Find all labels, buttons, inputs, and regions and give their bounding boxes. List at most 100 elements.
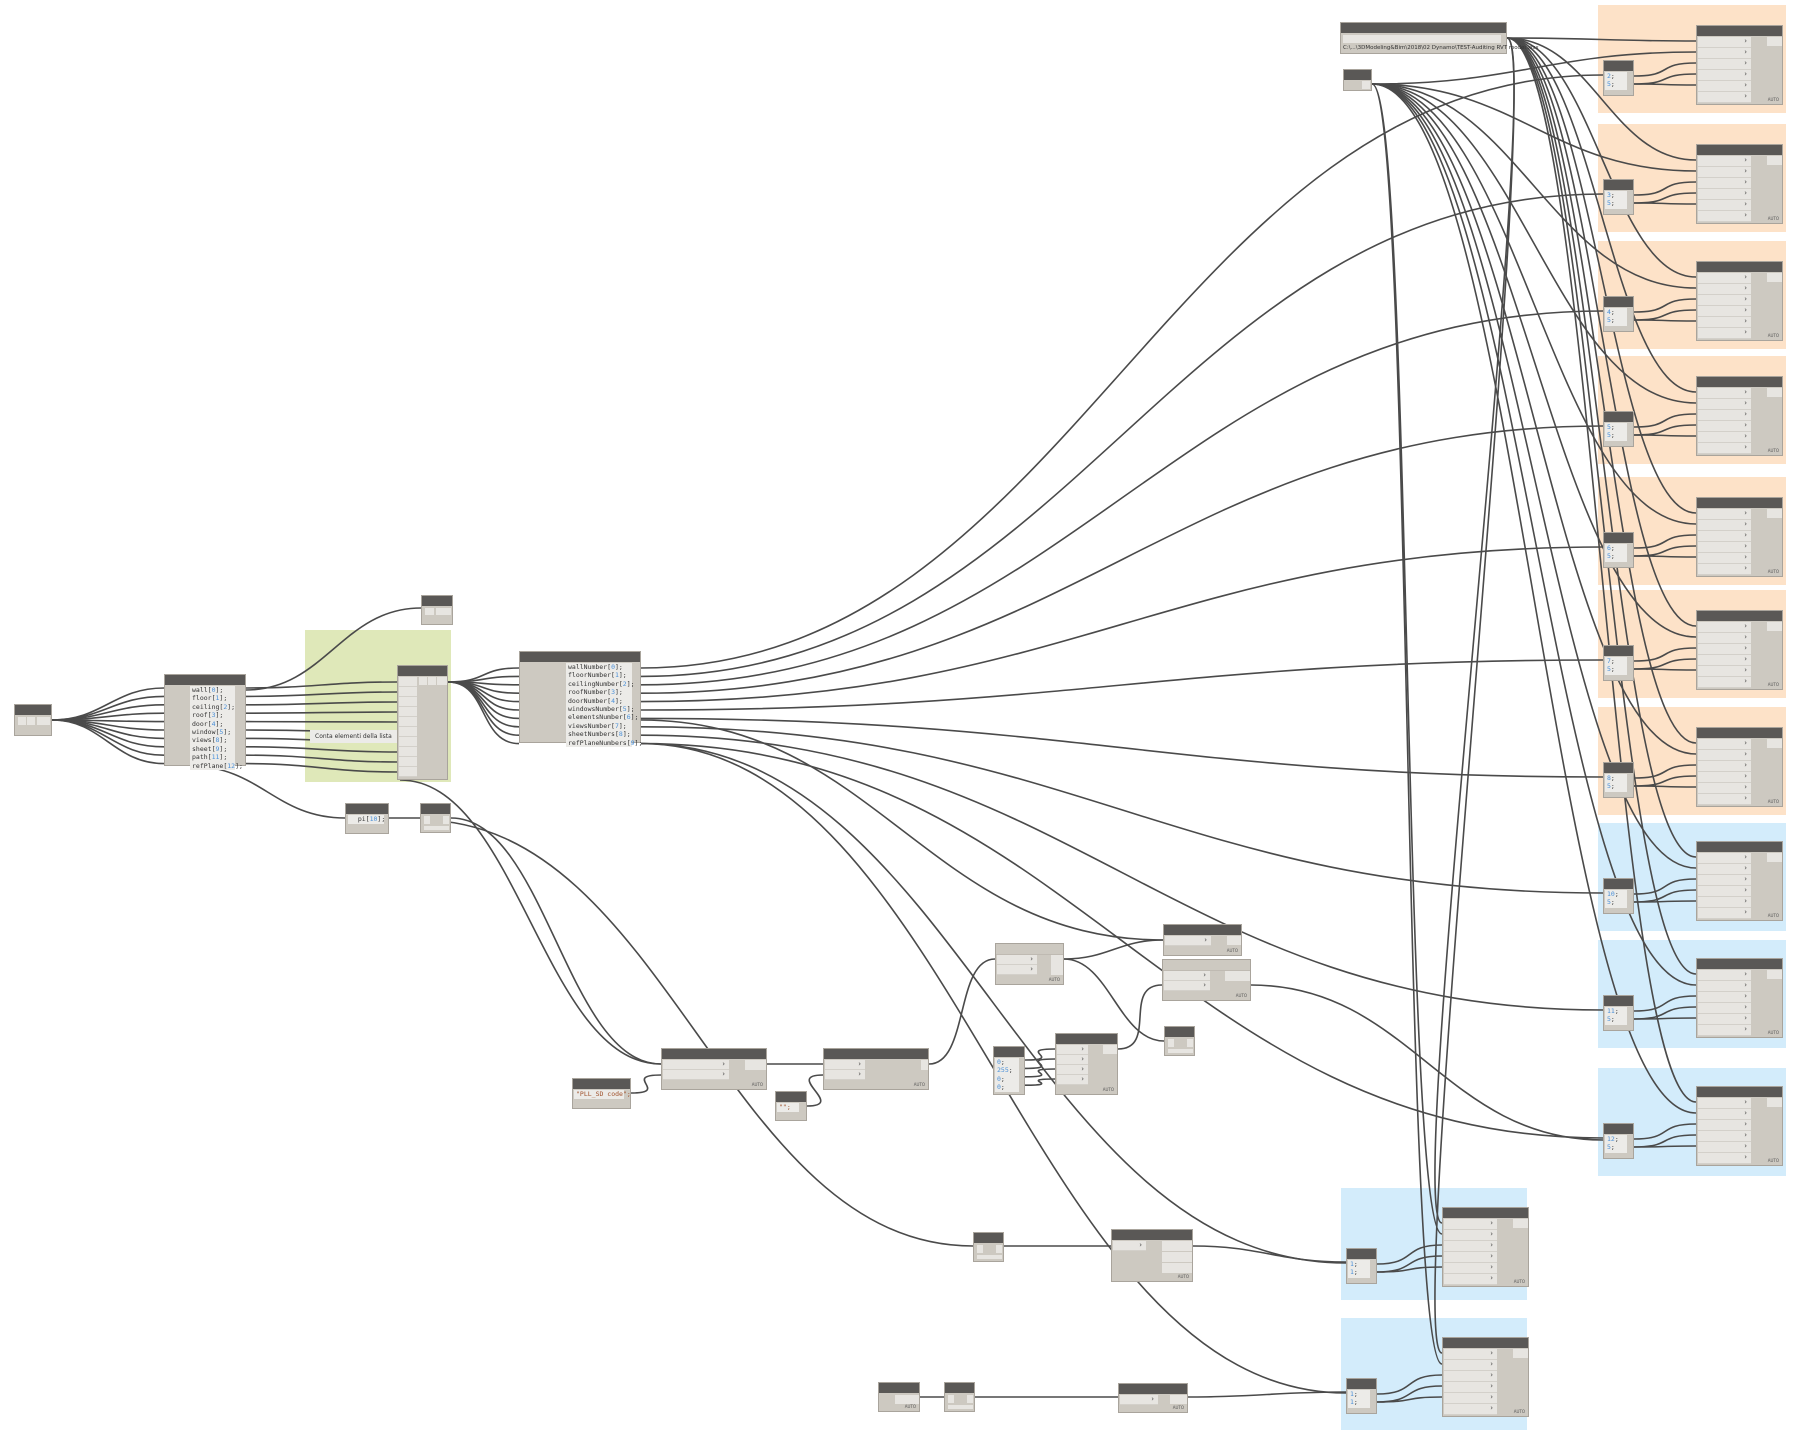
input-port[interactable]: › <box>1698 520 1751 531</box>
input-port[interactable]: › <box>1698 739 1751 750</box>
wire[interactable] <box>640 546 1604 703</box>
input-port[interactable]: › <box>1698 853 1751 864</box>
input-port[interactable]: › <box>1698 542 1751 553</box>
input-port[interactable]: › <box>1444 1230 1497 1241</box>
category-code-text[interactable]: wall[0];floor[1];ceiling[2];roof[3];door… <box>190 686 243 770</box>
wire[interactable] <box>450 817 662 1065</box>
index-code-block-node[interactable]: 4;5; <box>1603 296 1634 332</box>
index-code-text[interactable]: 11;5; <box>1605 1007 1627 1025</box>
input-port[interactable]: › <box>1698 1014 1751 1025</box>
excel-write-node[interactable]: ››››››AUTO <box>1442 1207 1529 1287</box>
input-port[interactable]: › <box>1698 328 1751 339</box>
wire[interactable] <box>447 681 520 711</box>
input-port[interactable]: › <box>1698 1003 1751 1014</box>
string-function-node-2[interactable]: › › AUTO <box>823 1048 929 1090</box>
category-code-block-node[interactable]: wall[0];floor[1];ceiling[2];roof[3];door… <box>164 674 246 770</box>
index-code-block-node[interactable]: 2;5; <box>1603 60 1634 96</box>
wire[interactable] <box>640 659 1604 711</box>
index-code-text[interactable]: 3;5; <box>1605 191 1627 209</box>
input-port[interactable]: › <box>1698 897 1751 908</box>
index-code-text[interactable]: 8;5; <box>1605 774 1627 792</box>
input-port[interactable]: › <box>1698 622 1751 633</box>
input-port[interactable] <box>399 717 417 727</box>
output-port[interactable] <box>1767 37 1782 46</box>
index-code-text[interactable]: 1;1; <box>1348 1390 1370 1408</box>
input-port[interactable]: › <box>1444 1349 1497 1360</box>
input-port[interactable]: › <box>1698 531 1751 542</box>
wire[interactable] <box>1117 984 1163 1050</box>
index-code-block-node[interactable]: 1;1; <box>1346 1378 1377 1414</box>
wire[interactable] <box>1187 1391 1347 1398</box>
input-port[interactable]: › <box>1698 1109 1751 1120</box>
input-port[interactable]: › <box>1698 410 1751 421</box>
boolean-node[interactable] <box>1343 69 1372 91</box>
output-port[interactable] <box>1767 388 1782 397</box>
excel-write-node[interactable]: ››››››AUTO <box>1696 610 1783 690</box>
wire[interactable] <box>640 310 1604 686</box>
wire[interactable] <box>640 425 1604 694</box>
bottom-source-node[interactable]: AUTO <box>878 1382 920 1412</box>
input-port[interactable]: › <box>1698 70 1751 81</box>
wire[interactable] <box>51 719 165 731</box>
wire[interactable] <box>640 717 1604 778</box>
input-port[interactable]: › <box>1698 273 1751 284</box>
wire[interactable] <box>51 719 165 765</box>
wire[interactable] <box>640 742 1604 1139</box>
input-port[interactable]: › <box>1698 772 1751 783</box>
input-port[interactable]: › <box>1698 1142 1751 1153</box>
output-port[interactable] <box>1767 273 1782 282</box>
wire[interactable] <box>1024 1078 1056 1086</box>
input-port[interactable]: › <box>1698 1098 1751 1109</box>
index-code-text[interactable]: 6;5; <box>1605 544 1627 562</box>
output-port[interactable] <box>1767 622 1782 631</box>
wire[interactable] <box>447 681 520 736</box>
input-port[interactable]: › <box>1698 37 1751 48</box>
output-port[interactable] <box>1513 1349 1528 1358</box>
input-port[interactable]: › <box>1698 750 1751 761</box>
pi-code-text[interactable]: pi[10]; <box>348 815 385 824</box>
input-port[interactable]: › <box>1444 1263 1497 1274</box>
bottom-function-node[interactable]: › AUTO <box>1118 1383 1188 1413</box>
wire[interactable] <box>630 1074 662 1094</box>
input-port[interactable]: › <box>1698 553 1751 564</box>
input-port[interactable]: › <box>1698 666 1751 677</box>
input-port[interactable]: › <box>1698 317 1751 328</box>
wire[interactable] <box>806 1074 824 1107</box>
wire[interactable] <box>447 681 520 686</box>
input-port[interactable]: › <box>1444 1382 1497 1393</box>
excel-write-node[interactable]: ››››››AUTO <box>1696 841 1783 921</box>
wire[interactable] <box>447 681 520 720</box>
wire[interactable] <box>640 719 1164 941</box>
color-code-block-node[interactable]: 0;255;0;0; <box>993 1046 1025 1095</box>
input-port[interactable] <box>399 767 417 777</box>
index-code-text[interactable]: 4;5; <box>1605 308 1627 326</box>
wire[interactable] <box>1371 83 1443 1365</box>
wire[interactable] <box>1371 83 1443 1235</box>
list-getitem-node[interactable] <box>420 803 451 833</box>
excel-write-node[interactable]: ››››››AUTO <box>1696 144 1783 224</box>
pi-code-block-node[interactable]: pi[10]; <box>345 803 389 834</box>
wire[interactable] <box>51 712 165 721</box>
wire[interactable] <box>640 726 1604 894</box>
input-port[interactable]: › <box>1698 886 1751 897</box>
output-port[interactable] <box>1767 509 1782 518</box>
input-port[interactable]: › <box>1698 644 1751 655</box>
wire[interactable] <box>1434 37 1515 1354</box>
wire[interactable] <box>419 819 974 1247</box>
excel-write-node[interactable]: ››››››AUTO <box>1696 1086 1783 1166</box>
input-port[interactable]: › <box>1698 564 1751 575</box>
count-code-text[interactable]: wallNumber[0];floorNumber[1];ceilingNumb… <box>566 663 642 747</box>
wire[interactable] <box>447 681 520 728</box>
wire[interactable] <box>1024 1048 1056 1061</box>
count-code-block-node[interactable]: wallNumber[0];floorNumber[1];ceilingNumb… <box>519 651 642 747</box>
input-port[interactable] <box>399 697 417 707</box>
output-port[interactable] <box>1767 853 1782 862</box>
wire[interactable] <box>1250 984 1604 1141</box>
input-port[interactable]: › <box>1698 167 1751 178</box>
set-parameter-node[interactable]: › AUTO <box>1163 924 1242 956</box>
input-port[interactable] <box>399 757 417 767</box>
input-port[interactable]: › <box>1698 992 1751 1003</box>
index-code-block-node[interactable]: 6;5; <box>1603 532 1634 568</box>
excel-write-node[interactable]: ››››››AUTO <box>1696 25 1783 105</box>
input-port[interactable]: › <box>1698 81 1751 92</box>
